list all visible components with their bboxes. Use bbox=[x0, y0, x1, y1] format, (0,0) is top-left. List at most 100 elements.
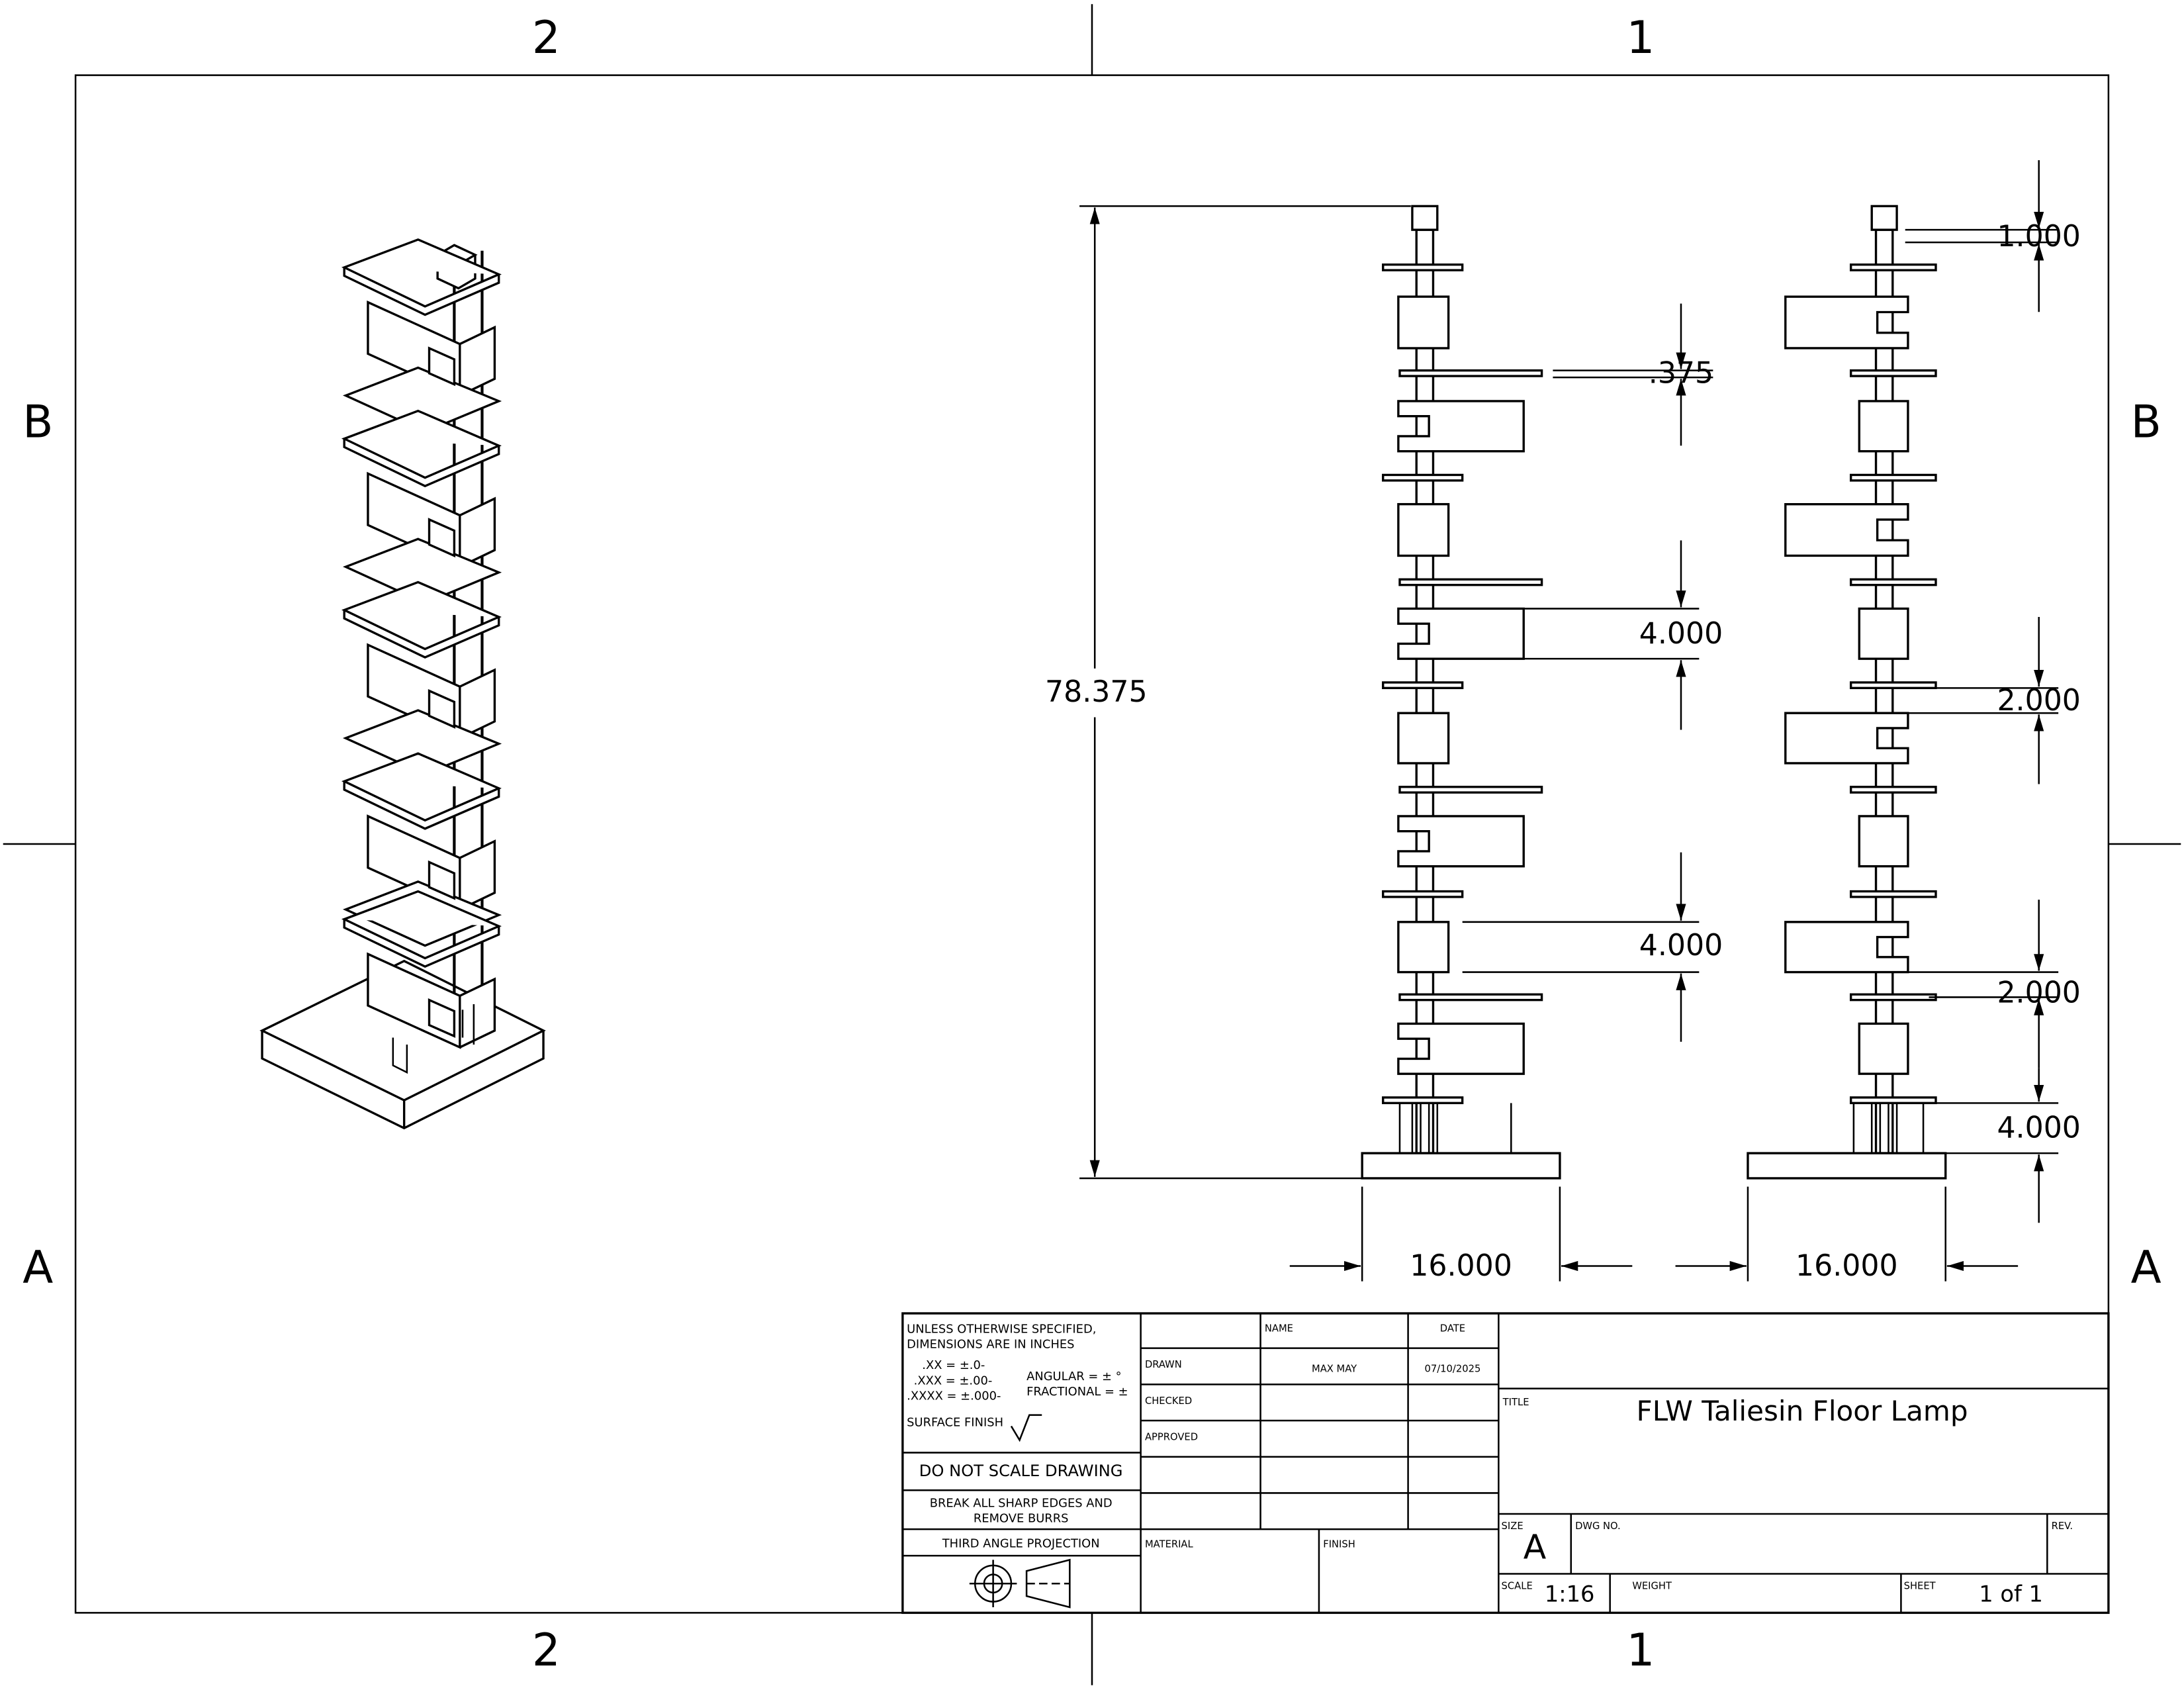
drawn-label: DRAWN bbox=[1145, 1359, 1182, 1370]
iso-shelf bbox=[341, 752, 502, 830]
zone-ticks bbox=[3, 4, 2181, 1685]
scale-value: 1:16 bbox=[1545, 1581, 1595, 1607]
iso-notch bbox=[428, 518, 456, 558]
lamp-box bbox=[1397, 921, 1450, 974]
lamp-shelf-disc bbox=[1849, 578, 1937, 586]
size-label: SIZE bbox=[1502, 1521, 1524, 1532]
sheet-size: A bbox=[1524, 1527, 1547, 1566]
lamp-box bbox=[1858, 607, 1909, 660]
lamp-box bbox=[1397, 712, 1450, 765]
rev-label: REV. bbox=[2052, 1521, 2073, 1532]
lamp-shelf-disc bbox=[1398, 993, 1543, 1002]
lamp-box bbox=[1397, 295, 1450, 350]
sheet-label: SHEET bbox=[1904, 1581, 1936, 1592]
drawn-date: 07/10/2025 bbox=[1425, 1363, 1481, 1374]
lamp-shelf-disc bbox=[1382, 1096, 1464, 1105]
title-block: UNLESS OTHERWISE SPECIFIED, DIMENSIONS A… bbox=[901, 1312, 2110, 1615]
dim-disc-thickness: .375 bbox=[1649, 356, 1713, 390]
dim-overall-height: 78.375 bbox=[1045, 675, 1148, 709]
third-angle-projection-icon bbox=[969, 1558, 1071, 1609]
lamp-bracket bbox=[1784, 295, 1909, 350]
dim-side-legs: 4.000 bbox=[1997, 1111, 2080, 1145]
side-elevation-view bbox=[1747, 205, 1947, 1180]
zone-label-top-2: 2 bbox=[532, 12, 561, 64]
material-label: MATERIAL bbox=[1145, 1539, 1194, 1550]
iso-legs bbox=[392, 1004, 475, 1074]
lamp-shelf-disc bbox=[1849, 890, 1937, 898]
lamp-top-cap bbox=[1411, 205, 1439, 231]
finish-label: FINISH bbox=[1323, 1539, 1355, 1550]
iso-notch bbox=[428, 346, 456, 387]
lamp-shelf-disc bbox=[1398, 786, 1543, 794]
surface-finish-symbol-icon bbox=[1010, 1414, 1042, 1442]
lamp-box bbox=[1858, 400, 1909, 453]
lamp-pole bbox=[1415, 228, 1435, 1154]
lamp-bracket bbox=[1784, 712, 1909, 765]
notes-line-1: UNLESS OTHERWISE SPECIFIED, bbox=[907, 1322, 1096, 1336]
tolerance-xxxx: .XXXX = ±.000- bbox=[907, 1389, 1001, 1403]
approved-label: APPROVED bbox=[1145, 1431, 1198, 1442]
tolerance-fractional: FRACTIONAL = ± bbox=[1026, 1385, 1128, 1399]
lamp-bracket bbox=[1784, 921, 1909, 974]
projection-label: THIRD ANGLE PROJECTION bbox=[942, 1537, 1100, 1551]
tolerance-angular: ANGULAR = ± ° bbox=[1026, 1370, 1122, 1383]
lamp-bracket bbox=[1397, 1022, 1525, 1075]
lamp-shelf-disc bbox=[1849, 473, 1937, 482]
tolerance-xx: .XX = ±.0- bbox=[922, 1358, 985, 1372]
title-label: TITLE bbox=[1502, 1397, 1529, 1408]
front-elevation-view bbox=[1361, 205, 1561, 1180]
zone-label-bottom-1: 1 bbox=[1627, 1624, 1655, 1676]
dim-top-cap: 1.000 bbox=[1997, 220, 2080, 254]
checked-label: CHECKED bbox=[1145, 1395, 1192, 1407]
lamp-shelf-disc bbox=[1382, 473, 1464, 482]
iso-notch bbox=[428, 998, 456, 1038]
break-edges-note-2: REMOVE BURRS bbox=[974, 1512, 1069, 1526]
dim-front-box-1: 4.000 bbox=[1639, 617, 1723, 651]
drawn-name: MAX MAY bbox=[1312, 1363, 1357, 1374]
lamp-box bbox=[1397, 502, 1450, 557]
lamp-shelf-disc bbox=[1398, 369, 1543, 377]
lamp-top-cap bbox=[1870, 205, 1898, 231]
zone-label-right-a: A bbox=[2131, 1242, 2161, 1293]
zone-label-left-b: B bbox=[23, 397, 53, 448]
do-not-scale-note: DO NOT SCALE DRAWING bbox=[919, 1462, 1123, 1480]
lamp-shelf-disc bbox=[1849, 1096, 1937, 1105]
date-header: DATE bbox=[1440, 1323, 1465, 1334]
lamp-bracket bbox=[1397, 815, 1525, 868]
notes-line-2: DIMENSIONS ARE IN INCHES bbox=[907, 1338, 1074, 1352]
break-edges-note-1: BREAK ALL SHARP EDGES AND bbox=[930, 1496, 1113, 1510]
lamp-base bbox=[1361, 1152, 1561, 1180]
scale-label: SCALE bbox=[1502, 1581, 1533, 1592]
dim-front-box-2: 4.000 bbox=[1639, 929, 1723, 962]
dimension-lines bbox=[1079, 160, 2059, 1282]
iso-shelf bbox=[341, 238, 502, 316]
lamp-bracket bbox=[1397, 400, 1525, 453]
tolerance-xxx: .XXX = ±.00- bbox=[914, 1374, 993, 1387]
lamp-shelf-disc bbox=[1382, 890, 1464, 898]
iso-notch bbox=[428, 860, 456, 900]
lamp-shelf-disc bbox=[1849, 263, 1937, 271]
zone-label-top-1: 1 bbox=[1627, 12, 1655, 64]
lamp-shelf-disc bbox=[1382, 681, 1464, 690]
lamp-shelf-disc bbox=[1398, 578, 1543, 586]
sheet-number: 1 of 1 bbox=[1979, 1581, 2043, 1607]
iso-shelf bbox=[341, 890, 502, 968]
lamp-box bbox=[1858, 1022, 1909, 1075]
iso-shelf bbox=[341, 409, 502, 488]
dim-front-width: 16.000 bbox=[1410, 1249, 1512, 1283]
weight-label: WEIGHT bbox=[1632, 1581, 1672, 1592]
iso-shelf bbox=[341, 581, 502, 659]
lamp-base bbox=[1747, 1152, 1947, 1180]
lamp-bracket bbox=[1784, 502, 1909, 557]
zone-label-bottom-2: 2 bbox=[532, 1624, 561, 1676]
lamp-legs bbox=[1852, 1103, 1925, 1154]
dwg-no-label: DWG NO. bbox=[1575, 1521, 1621, 1532]
lamp-shelf-disc bbox=[1382, 263, 1464, 271]
zone-label-right-b: B bbox=[2131, 397, 2161, 448]
drawing-title: FLW Taliesin Floor Lamp bbox=[1637, 1395, 1968, 1427]
surface-finish-label: SURFACE FINISH bbox=[907, 1415, 1003, 1429]
zone-label-left-a: A bbox=[23, 1242, 53, 1293]
dim-side-gap-1: 2.000 bbox=[1997, 684, 2080, 718]
lamp-shelf-disc bbox=[1849, 786, 1937, 794]
